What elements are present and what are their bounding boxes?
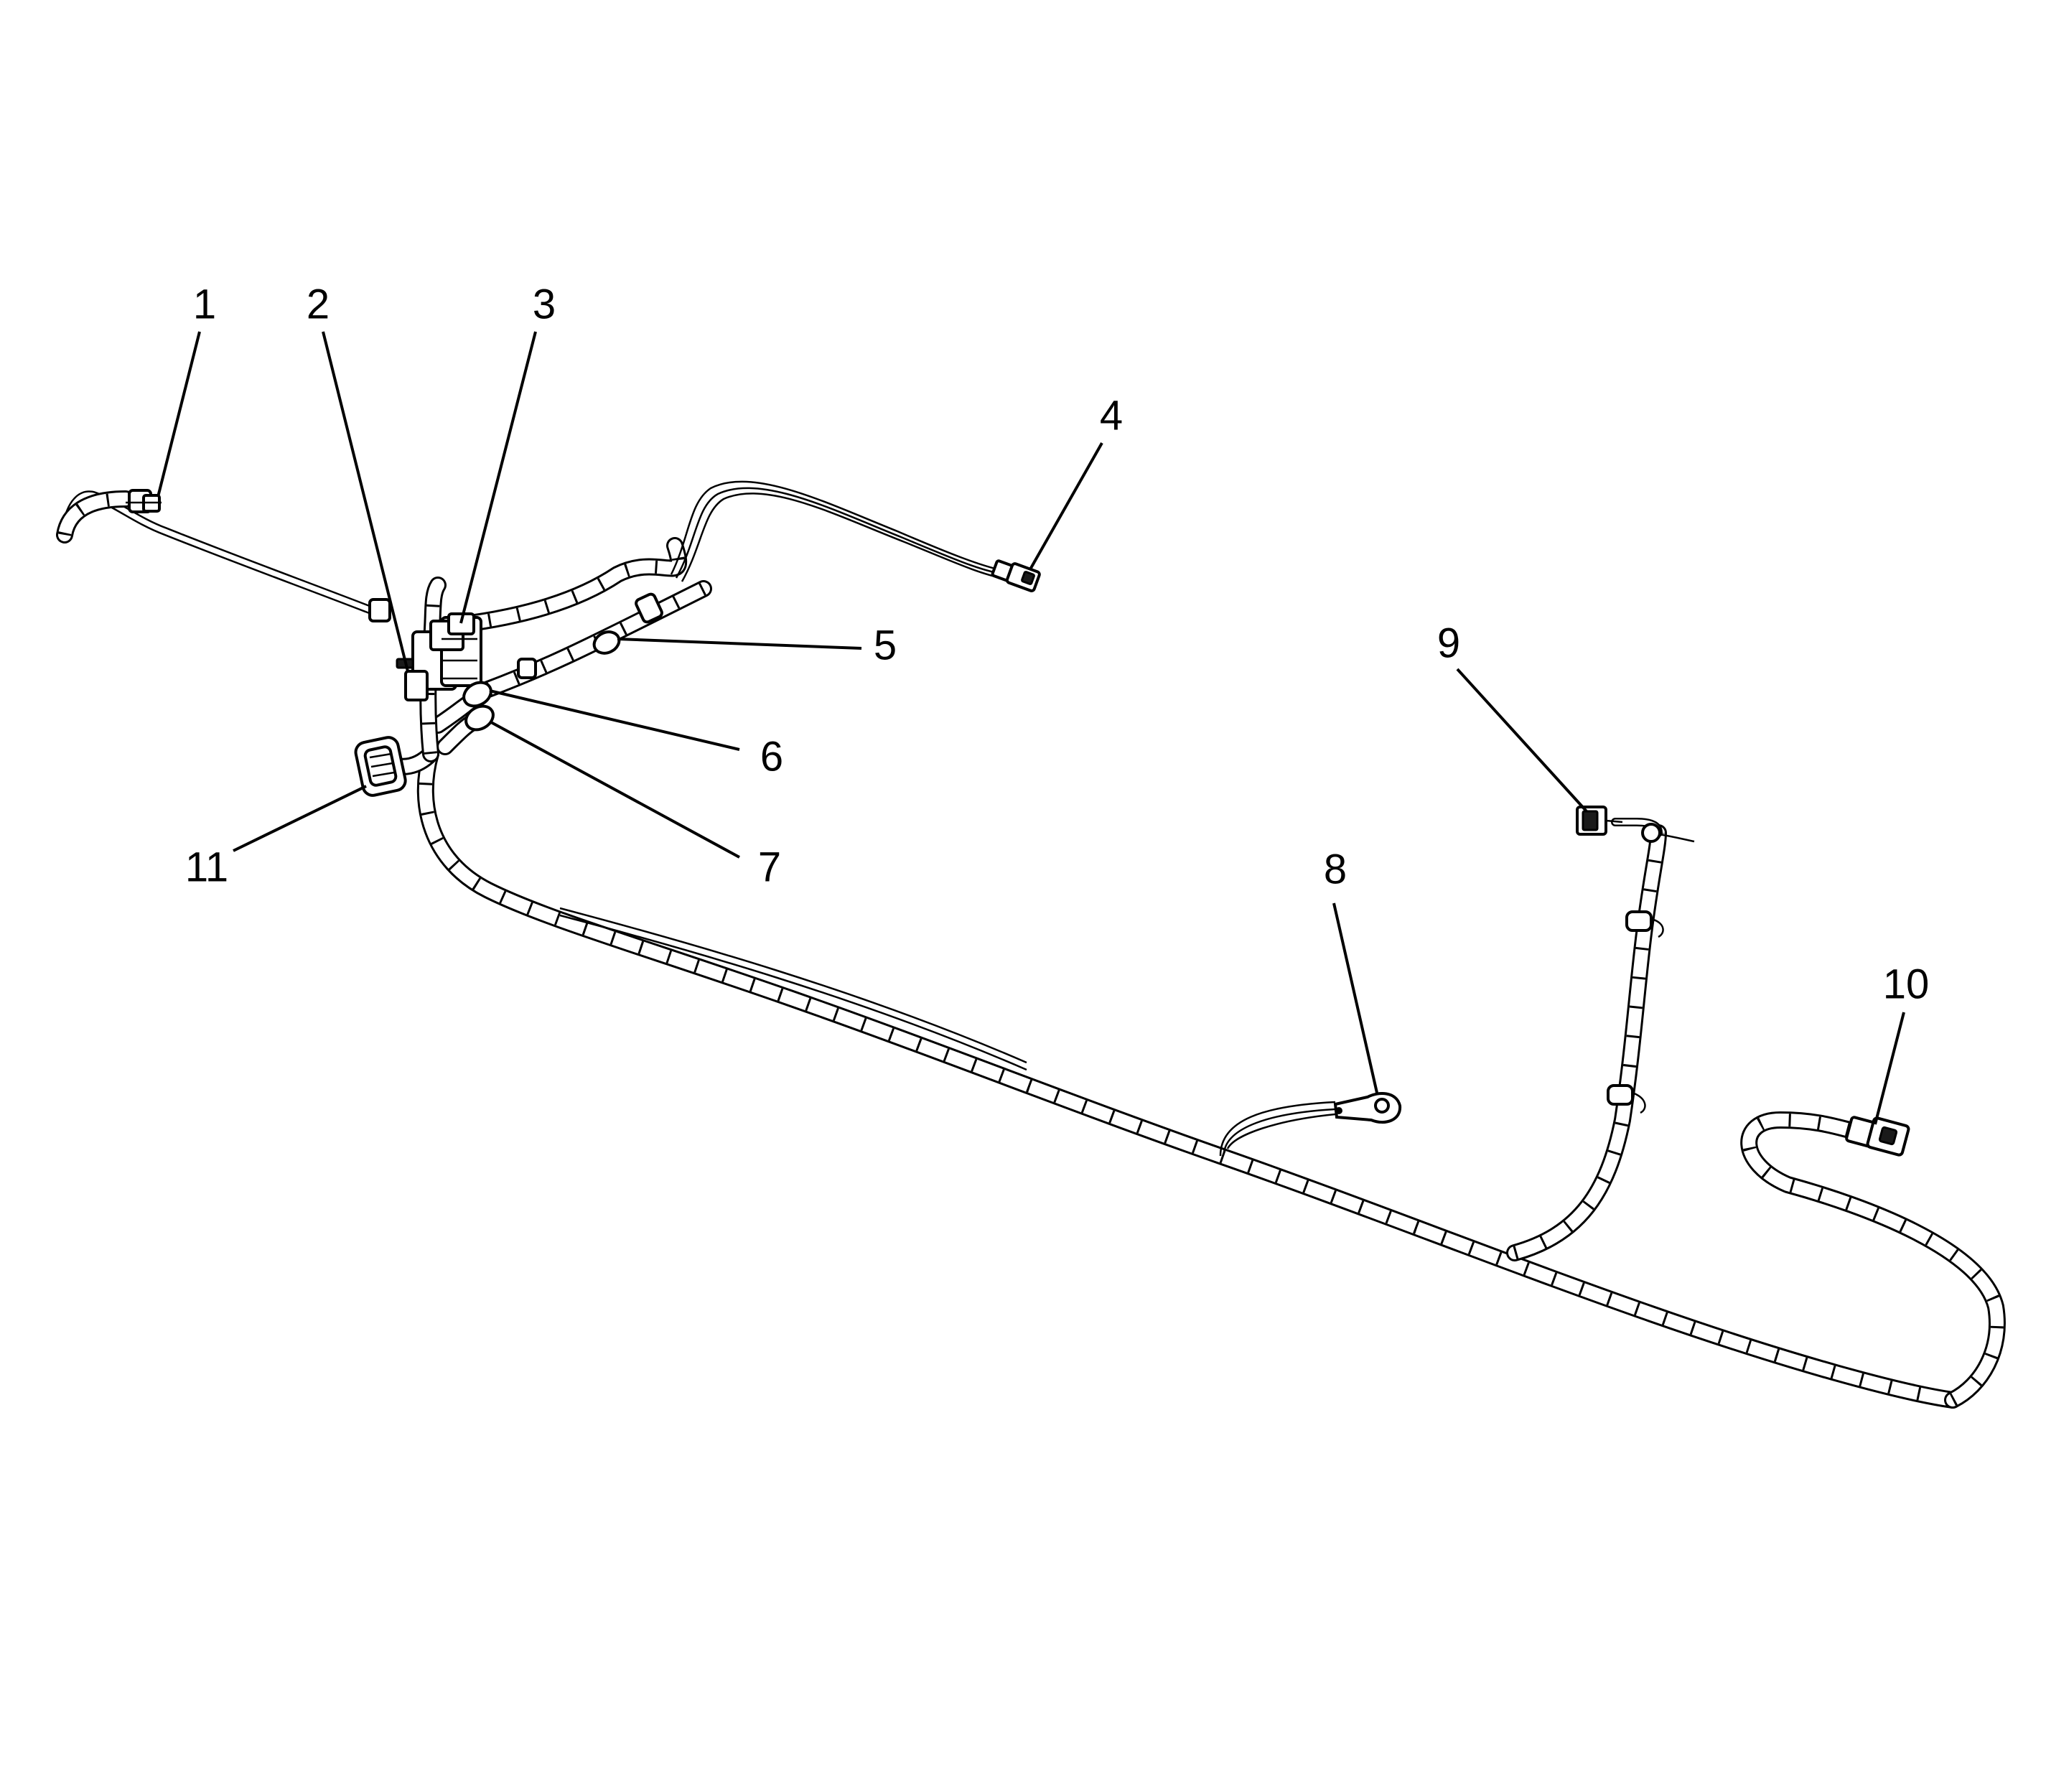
callout-11: 11 — [185, 844, 228, 890]
leader-line-5 — [617, 638, 862, 650]
callout-9: 9 — [1437, 620, 1460, 666]
callout-1: 1 — [193, 281, 216, 327]
main-harness — [56, 480, 2006, 1409]
harness-clip-mid — [517, 592, 663, 679]
callout-2: 2 — [307, 281, 330, 327]
leader-line-4 — [1029, 442, 1103, 570]
part-10-connector — [1845, 1116, 1910, 1157]
callout-10: 10 — [1883, 961, 1930, 1007]
harness-clip-upper — [368, 598, 391, 622]
leader-line-7 — [490, 721, 740, 859]
part-7-grommet — [464, 704, 495, 732]
callout-5: 5 — [874, 622, 897, 668]
part-1-retainer-clip — [126, 489, 162, 513]
leader-line-6 — [489, 689, 740, 751]
part-3-connector — [447, 612, 475, 635]
leader-line-3 — [459, 331, 537, 624]
part-8-ring-terminal — [1333, 1092, 1402, 1124]
part-6-grommet — [462, 681, 492, 708]
leader-line-8 — [1332, 902, 1378, 1093]
part-5-grommet — [592, 630, 621, 655]
harness-clip-branch-9-lower — [1607, 1084, 1646, 1114]
leader-line-10 — [1874, 1012, 1905, 1125]
leader-line-9 — [1456, 668, 1588, 813]
callout-labels: 1 2 3 4 5 6 7 8 9 10 11 — [185, 281, 1929, 1007]
part-11-connector — [354, 736, 407, 797]
callout-3: 3 — [533, 281, 556, 327]
leader-line-1 — [157, 331, 201, 498]
callout-4: 4 — [1100, 392, 1123, 439]
leader-line-11 — [233, 785, 367, 852]
leader-line-2 — [322, 331, 409, 672]
part-9-connector — [1576, 806, 1695, 843]
part-4-connector — [991, 559, 1041, 592]
harness-clip-branch-9-upper — [1625, 910, 1664, 938]
callout-8: 8 — [1324, 846, 1347, 892]
callout-7: 7 — [758, 844, 781, 890]
leader-lines — [157, 331, 1905, 1125]
callout-6: 6 — [760, 733, 783, 780]
